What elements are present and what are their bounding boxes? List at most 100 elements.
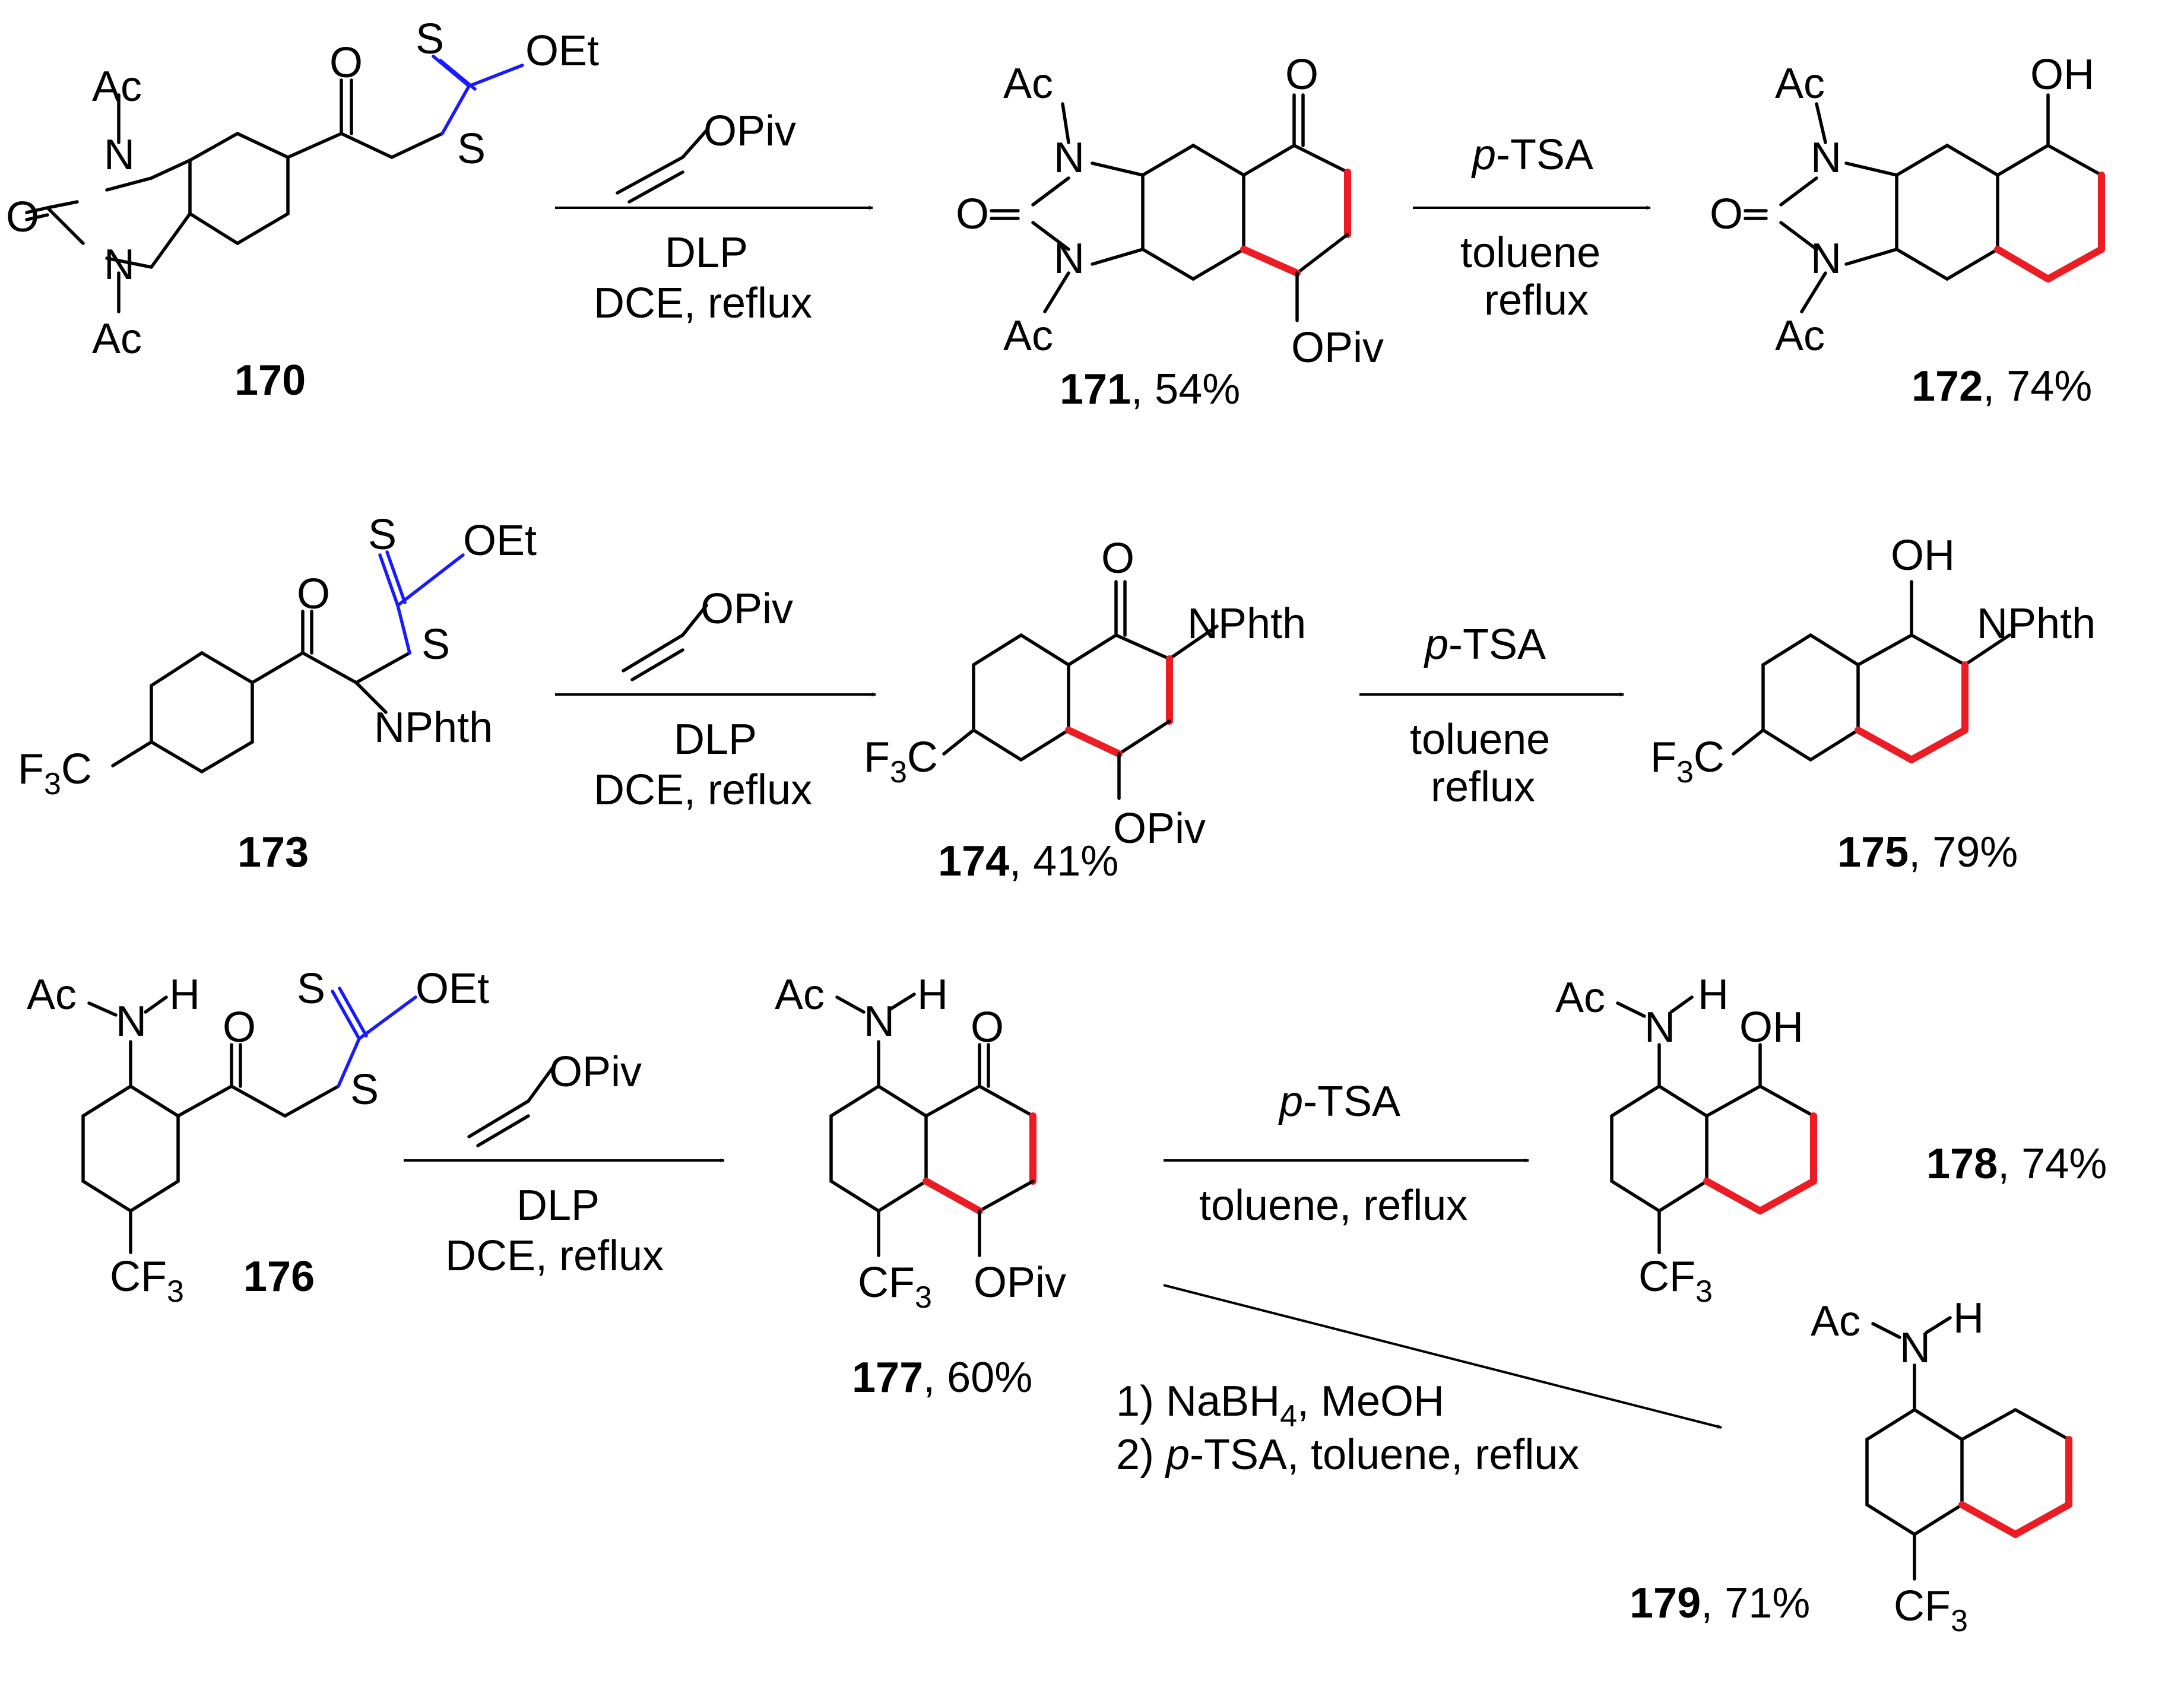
reagent-ptsa: p-TSA [1471, 131, 1593, 179]
compound-number-170: 170 [234, 357, 306, 404]
reaction-arrow-173-to-174: OPiv DLP DCE, reflux [555, 585, 876, 814]
compound-175-structure [1732, 580, 2011, 763]
compound-178-structure [1610, 995, 1817, 1254]
xanthate-sulfur-label: S [350, 1066, 379, 1114]
trifluoromethyl-label: CF3 [110, 1253, 184, 1309]
reaction-arrow-171-to-172: p-TSA toluene reflux [1413, 131, 1651, 324]
reagent-vinyl-pivalate: OPiv [549, 1048, 642, 1096]
hydrogen-label: H [1698, 971, 1729, 1019]
pivalate-label: OPiv [1113, 805, 1206, 852]
reagent-step-2: 2) p-TSA, toluene, reflux [1116, 1431, 1579, 1479]
acetyl-label: Ac [775, 971, 825, 1019]
trifluoromethyl-label: CF3 [1638, 1253, 1713, 1309]
reaction-arrow-176-to-177: OPiv DLP DCE, reflux [404, 1048, 725, 1280]
hydrogen-label: H [1953, 1295, 1984, 1342]
hydrogen-label: H [169, 971, 200, 1019]
compound-number-173: 173 [237, 829, 309, 876]
compound-number-176: 176 [243, 1253, 315, 1301]
compound-179-structure [1865, 1316, 2072, 1581]
compound-179-labels: Ac N H CF3 179, 71% [1630, 1295, 1984, 1638]
compound-171-structure [990, 93, 1351, 322]
reagent-toluene-reflux: toluene, reflux [1199, 1182, 1467, 1229]
reaction-arrow-177-to-178: p-TSA toluene, reflux [1164, 1078, 1529, 1229]
compound-label-172: 172, 74% [1912, 363, 2092, 410]
nitrogen-label: N [1811, 134, 1841, 182]
nitrogen-label: N [104, 241, 135, 288]
reagent-dlp: DLP [674, 716, 757, 763]
nitrogen-label: N [864, 998, 895, 1045]
compound-173-structure [111, 550, 465, 774]
oxygen-label: O [297, 570, 330, 618]
reagent-dce-reflux: DCE, reflux [445, 1232, 664, 1280]
compound-177-labels: Ac N H O CF3 OPiv 177, 60% [775, 971, 1066, 1401]
oxygen-label: O [6, 194, 39, 241]
compound-177-structure [829, 992, 1036, 1257]
hydroxyl-label: OH [2030, 51, 2094, 99]
reagent-ptsa: p-TSA [1278, 1078, 1400, 1125]
oxygen-label: O [329, 39, 363, 87]
oxygen-label: O [223, 1004, 256, 1051]
nitrogen-label: N [1644, 1004, 1675, 1051]
nitrogen-label: N [1054, 235, 1085, 283]
compound-171-labels: Ac N O N Ac O OPiv 171, 54% [956, 51, 1384, 413]
hydroxyl-label: OH [1739, 1004, 1803, 1051]
trifluoromethyl-label: CF3 [1894, 1582, 1968, 1638]
pivalate-label: OPiv [1291, 324, 1384, 372]
reagent-dlp: DLP [665, 229, 748, 277]
phthalimide-label: NPhth [374, 704, 493, 751]
acetyl-label: Ac [1775, 312, 1825, 360]
reagent-toluene: toluene [1410, 716, 1550, 763]
xanthate-thione-label: S [297, 965, 325, 1013]
compound-label-175: 175, 79% [1837, 829, 2018, 876]
phthalimide-label: NPhth [1977, 600, 2096, 648]
xanthate-ethoxy-label: OEt [416, 965, 489, 1013]
acetyl-label: Ac [27, 971, 77, 1019]
reagent-reflux: reflux [1484, 277, 1589, 324]
oxygen-label: O [971, 1004, 1004, 1051]
hydrogen-label: H [917, 971, 948, 1019]
oxygen-label: O [1285, 51, 1318, 99]
reagent-step-1: 1) NaBH4, MeOH [1116, 1378, 1444, 1433]
oxygen-label: O [956, 191, 989, 238]
acetyl-label: Ac [92, 315, 142, 363]
nitrogen-label: N [1054, 134, 1085, 182]
compound-174-structure [942, 580, 1219, 800]
nitrogen-label: N [104, 131, 135, 179]
xanthate-sulfur-label: S [421, 621, 450, 668]
compound-174-labels: O NPhth F3C OPiv 174, 41% [864, 535, 1306, 885]
reagent-dlp: DLP [516, 1182, 600, 1229]
reagent-reflux: reflux [1431, 763, 1535, 811]
reagent-vinyl-pivalate: OPiv [703, 107, 796, 155]
oxygen-label: O [1101, 535, 1134, 582]
compound-176-structure [81, 987, 417, 1254]
compound-172-structure [1744, 93, 2105, 313]
nitrogen-label: N [1900, 1324, 1931, 1372]
nitrogen-label: N [1811, 235, 1841, 283]
reagent-vinyl-pivalate: OPiv [700, 585, 793, 633]
reagent-dce-reflux: DCE, reflux [594, 280, 812, 327]
compound-label-179: 179, 71% [1630, 1579, 1810, 1627]
reagent-toluene: toluene [1460, 229, 1600, 277]
reaction-arrow-177-to-179: 1) NaBH4, MeOH 2) p-TSA, toluene, reflux [1116, 1284, 1722, 1479]
trifluoromethyl-label: F3C [1650, 734, 1725, 789]
oxygen-label: O [1710, 191, 1743, 238]
acetyl-label: Ac [1811, 1298, 1860, 1345]
compound-label-177: 177, 60% [852, 1354, 1032, 1401]
compound-label-174: 174, 41% [938, 838, 1118, 885]
reaction-arrow-174-to-175: p-TSA toluene reflux [1359, 621, 1624, 811]
reaction-arrow-170-to-171: OPiv DLP DCE, reflux [555, 107, 873, 327]
acetyl-label: Ac [1003, 312, 1053, 360]
xanthate-ethoxy-label: OEt [525, 27, 599, 75]
compound-170-labels: Ac N O N Ac O S S OEt 170 [6, 15, 599, 404]
compound-label-171: 171, 54% [1060, 366, 1240, 413]
compound-label-178: 178, 74% [1926, 1140, 2107, 1188]
acetyl-label: Ac [1775, 60, 1825, 107]
acetyl-label: Ac [92, 63, 142, 110]
xanthate-thione-label: S [416, 15, 444, 63]
pivalate-label: OPiv [974, 1259, 1066, 1306]
compound-172-labels: Ac N O N Ac OH 172, 74% [1710, 51, 2094, 410]
trifluoromethyl-label: F3C [18, 746, 92, 801]
compound-176-labels: Ac N H O S S OEt CF3 176 [27, 965, 489, 1309]
compound-173-labels: O S S OEt NPhth F3C 173 [18, 511, 537, 876]
